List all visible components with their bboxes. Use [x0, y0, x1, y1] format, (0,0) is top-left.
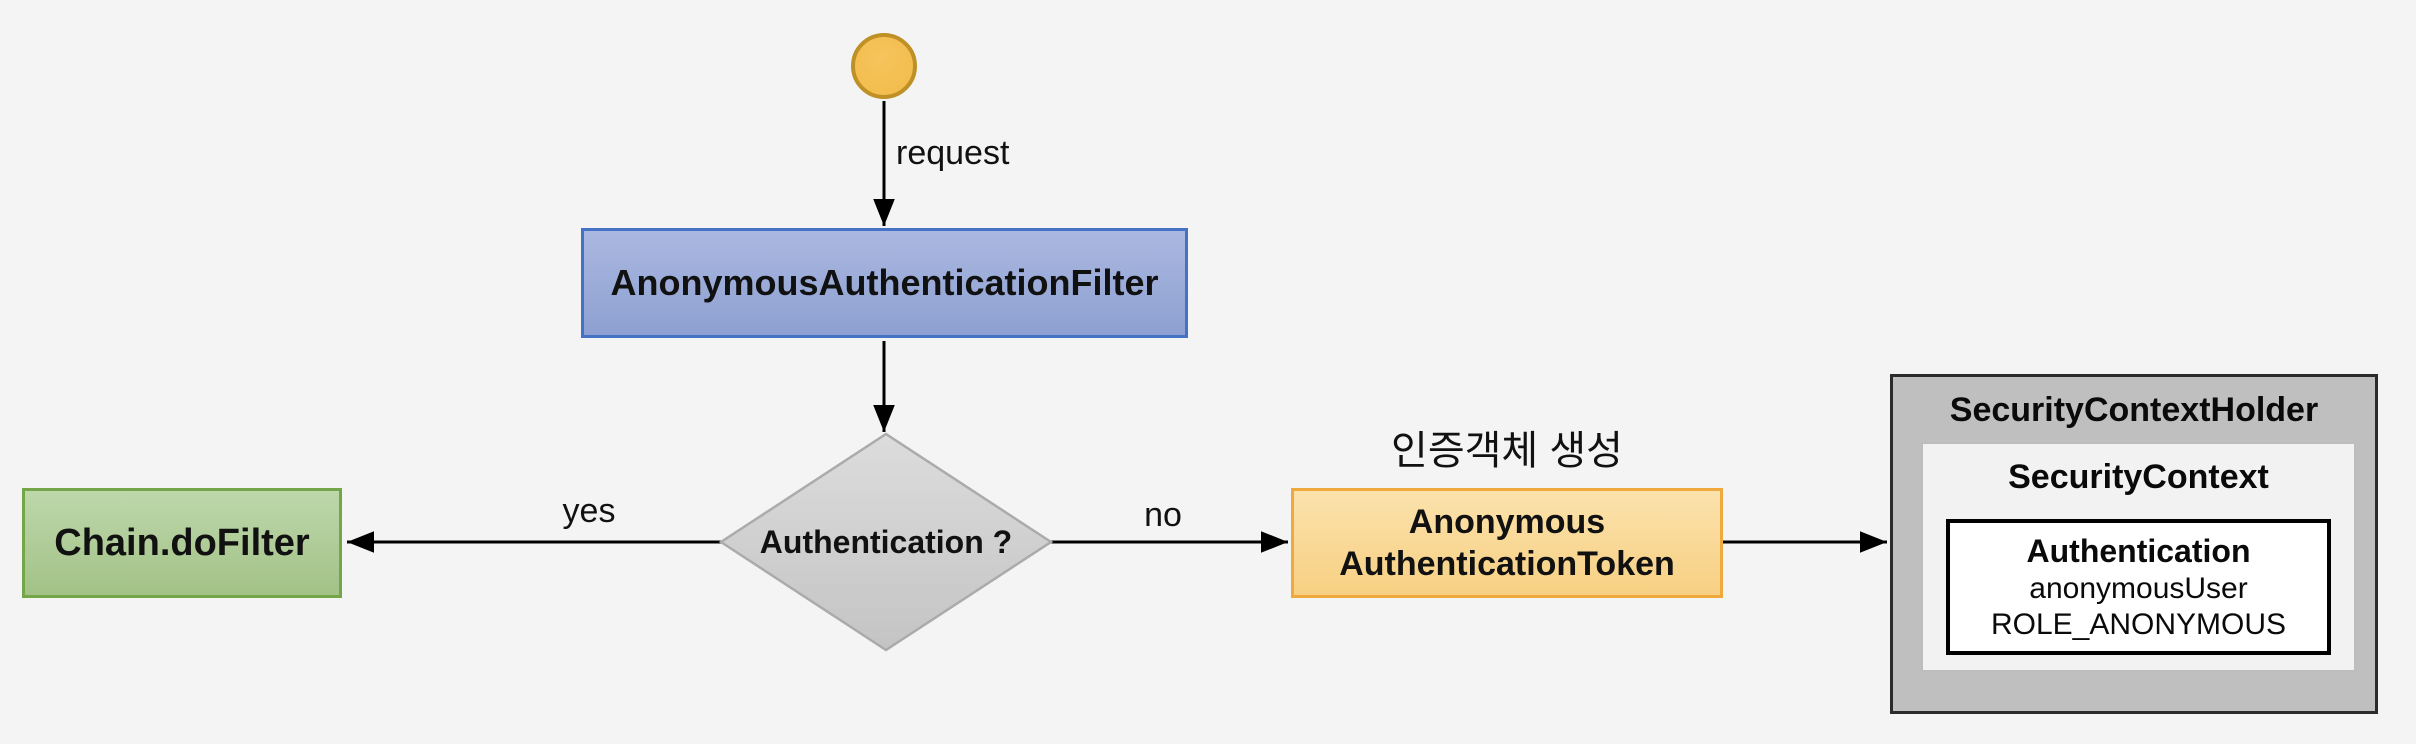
- node-token-label-line2: AuthenticationToken: [1339, 545, 1675, 583]
- security-context-holder-title: SecurityContextHolder: [1949, 391, 2319, 429]
- decision-node-label: Authentication ?: [759, 524, 1013, 560]
- annotation-create-auth-object: 인증객체 생성: [1391, 429, 1623, 473]
- authentication-principal: anonymousUser: [2029, 572, 2248, 605]
- node-chain-dofilter: Chain.doFilter: [22, 488, 342, 598]
- node-chain-dofilter-label: Chain.doFilter: [54, 521, 310, 564]
- security-context-title: SecurityContext: [2008, 458, 2269, 496]
- node-anonymous-authentication-filter: AnonymousAuthenticationFilter: [581, 228, 1188, 338]
- authentication-role: ROLE_ANONYMOUS: [1990, 608, 2287, 641]
- edge-label-yes: yes: [562, 492, 616, 530]
- authentication-title: Authentication: [2026, 533, 2251, 569]
- edge-label-request: request: [896, 134, 1010, 172]
- node-security-context: SecurityContext Authentication anonymous…: [1921, 442, 2356, 672]
- node-token-label-line1: Anonymous: [1408, 502, 1606, 541]
- edge-label-no: no: [1144, 496, 1182, 534]
- node-anonymous-authentication-filter-label: AnonymousAuthenticationFilter: [610, 262, 1159, 303]
- node-anonymous-authentication-token: Anonymous AuthenticationToken: [1291, 488, 1723, 598]
- start-node-icon: [851, 33, 917, 99]
- decision-diamond: [718, 432, 1054, 652]
- node-authentication: Authentication anonymousUser ROLE_ANONYM…: [1946, 519, 2331, 655]
- node-security-context-holder: SecurityContextHolder SecurityContext Au…: [1890, 374, 2378, 714]
